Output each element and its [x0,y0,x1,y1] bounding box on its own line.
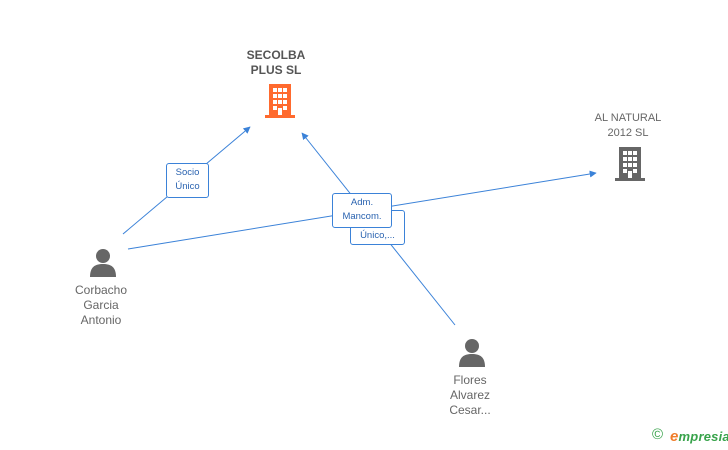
empresia-logo[interactable]: empresia [670,428,728,445]
brand-e: e [670,428,679,445]
edge-label-socio[interactable]: Socio Único [166,163,209,198]
edge-label-adm[interactable]: Adm. Mancom. [332,193,392,228]
person-name-flores[interactable]: Flores Alvarez Cesar... [449,373,491,417]
person-icon[interactable] [458,338,486,368]
company-name-alnatural[interactable]: AL NATURAL 2012 SL [594,112,662,139]
person-name-corbacho[interactable]: Corbacho Garcia Antonio [74,283,128,327]
building-icon[interactable] [614,146,646,182]
company-name-secolba[interactable]: SECOLBA PLUS SL [246,48,306,77]
copyright-icon: © [652,426,664,443]
building-icon[interactable] [264,83,296,119]
brand-rest: mpresia [678,429,728,444]
person-icon[interactable] [89,248,117,278]
